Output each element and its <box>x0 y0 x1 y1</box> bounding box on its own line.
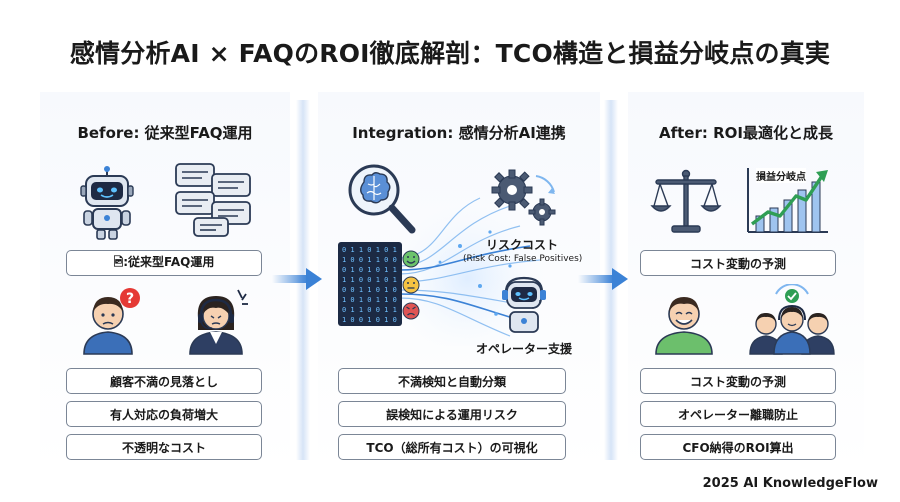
break-even-label: 損益分岐点 <box>756 168 806 183</box>
footer-credit: 2025 AI KnowledgeFlow <box>702 476 878 491</box>
neutral-face-icon <box>402 276 420 294</box>
after-item-2: オペレーター離職防止 <box>640 401 836 427</box>
before-item-1: 顧客不満の見落とし <box>66 368 262 394</box>
after-top-pill: コスト変動の予測 <box>640 250 836 276</box>
before-top-pill: 🖻:従来型FAQ運用 <box>66 250 262 276</box>
before-title: Before: 従来型FAQ運用 <box>77 124 253 142</box>
happy-customer-icon <box>655 297 713 355</box>
robot-icon <box>80 166 134 240</box>
confused-customer-icon: ? <box>83 288 140 355</box>
team-check-icon <box>749 284 835 355</box>
svg-text:0 0 1 1 0 1 0: 0 0 1 1 0 1 0 <box>342 286 397 294</box>
integration-item-3: TCO（総所有コスト）の可視化 <box>338 434 566 460</box>
svg-text:0 1 0 1 0 1 1: 0 1 0 1 0 1 1 <box>342 266 397 274</box>
angry-face-icon <box>402 302 420 320</box>
integration-title: Integration: 感情分析AI連携 <box>352 124 566 142</box>
svg-text:1 0 1 0 1 1 0: 1 0 1 0 1 1 0 <box>342 296 397 304</box>
before-item-3: 不透明なコスト <box>66 434 262 460</box>
svg-text:1 1 0 0 1 0 1: 1 1 0 0 1 0 1 <box>342 276 397 284</box>
svg-text:1 0 0 1 1 0 0: 1 0 0 1 1 0 0 <box>342 256 397 264</box>
svg-text:0 1 1 0 1 0 1: 0 1 1 0 1 0 1 <box>342 246 397 254</box>
faq-chat-bubbles-icon <box>175 163 251 237</box>
balance-scale-icon <box>650 169 722 233</box>
svg-text:?: ? <box>126 291 134 307</box>
stressed-operator-icon <box>189 289 248 355</box>
data-matrix-icon: 0 1 1 0 1 0 1 1 0 0 1 1 0 0 0 1 0 1 0 1 … <box>338 242 402 326</box>
arrow-right-icon <box>272 268 322 290</box>
operator-support-label: オペレーター支援 <box>476 342 573 356</box>
support-robot-icon <box>502 276 546 333</box>
svg-text:1 0 0 1 0 1 0: 1 0 0 1 0 1 0 <box>342 316 397 324</box>
svg-text:0 1 1 0 0 1 1: 0 1 1 0 0 1 1 <box>342 306 397 314</box>
growth-chart-icon <box>747 168 828 233</box>
risk-cost-label: リスクコスト <box>486 238 559 252</box>
page-title: 感情分析AI × FAQのROI徹底解剖：TCO構造と損益分岐点の真実 <box>69 39 831 68</box>
gears-icon <box>491 169 556 226</box>
brain-magnifier-icon <box>348 164 416 234</box>
integration-item-2: 誤検知による運用リスク <box>338 401 566 427</box>
after-item-3: CFO納得のROI算出 <box>640 434 836 460</box>
after-title: After: ROI最適化と成長 <box>659 124 833 142</box>
risk-cost-sublabel: (Risk Cost: False Positives) <box>463 254 583 264</box>
happy-face-icon <box>402 250 420 268</box>
integration-item-1: 不満検知と自動分類 <box>338 368 566 394</box>
after-item-1: コスト変動の予測 <box>640 368 836 394</box>
arrow-right-icon <box>578 268 628 290</box>
before-item-2: 有人対応の負荷増大 <box>66 401 262 427</box>
